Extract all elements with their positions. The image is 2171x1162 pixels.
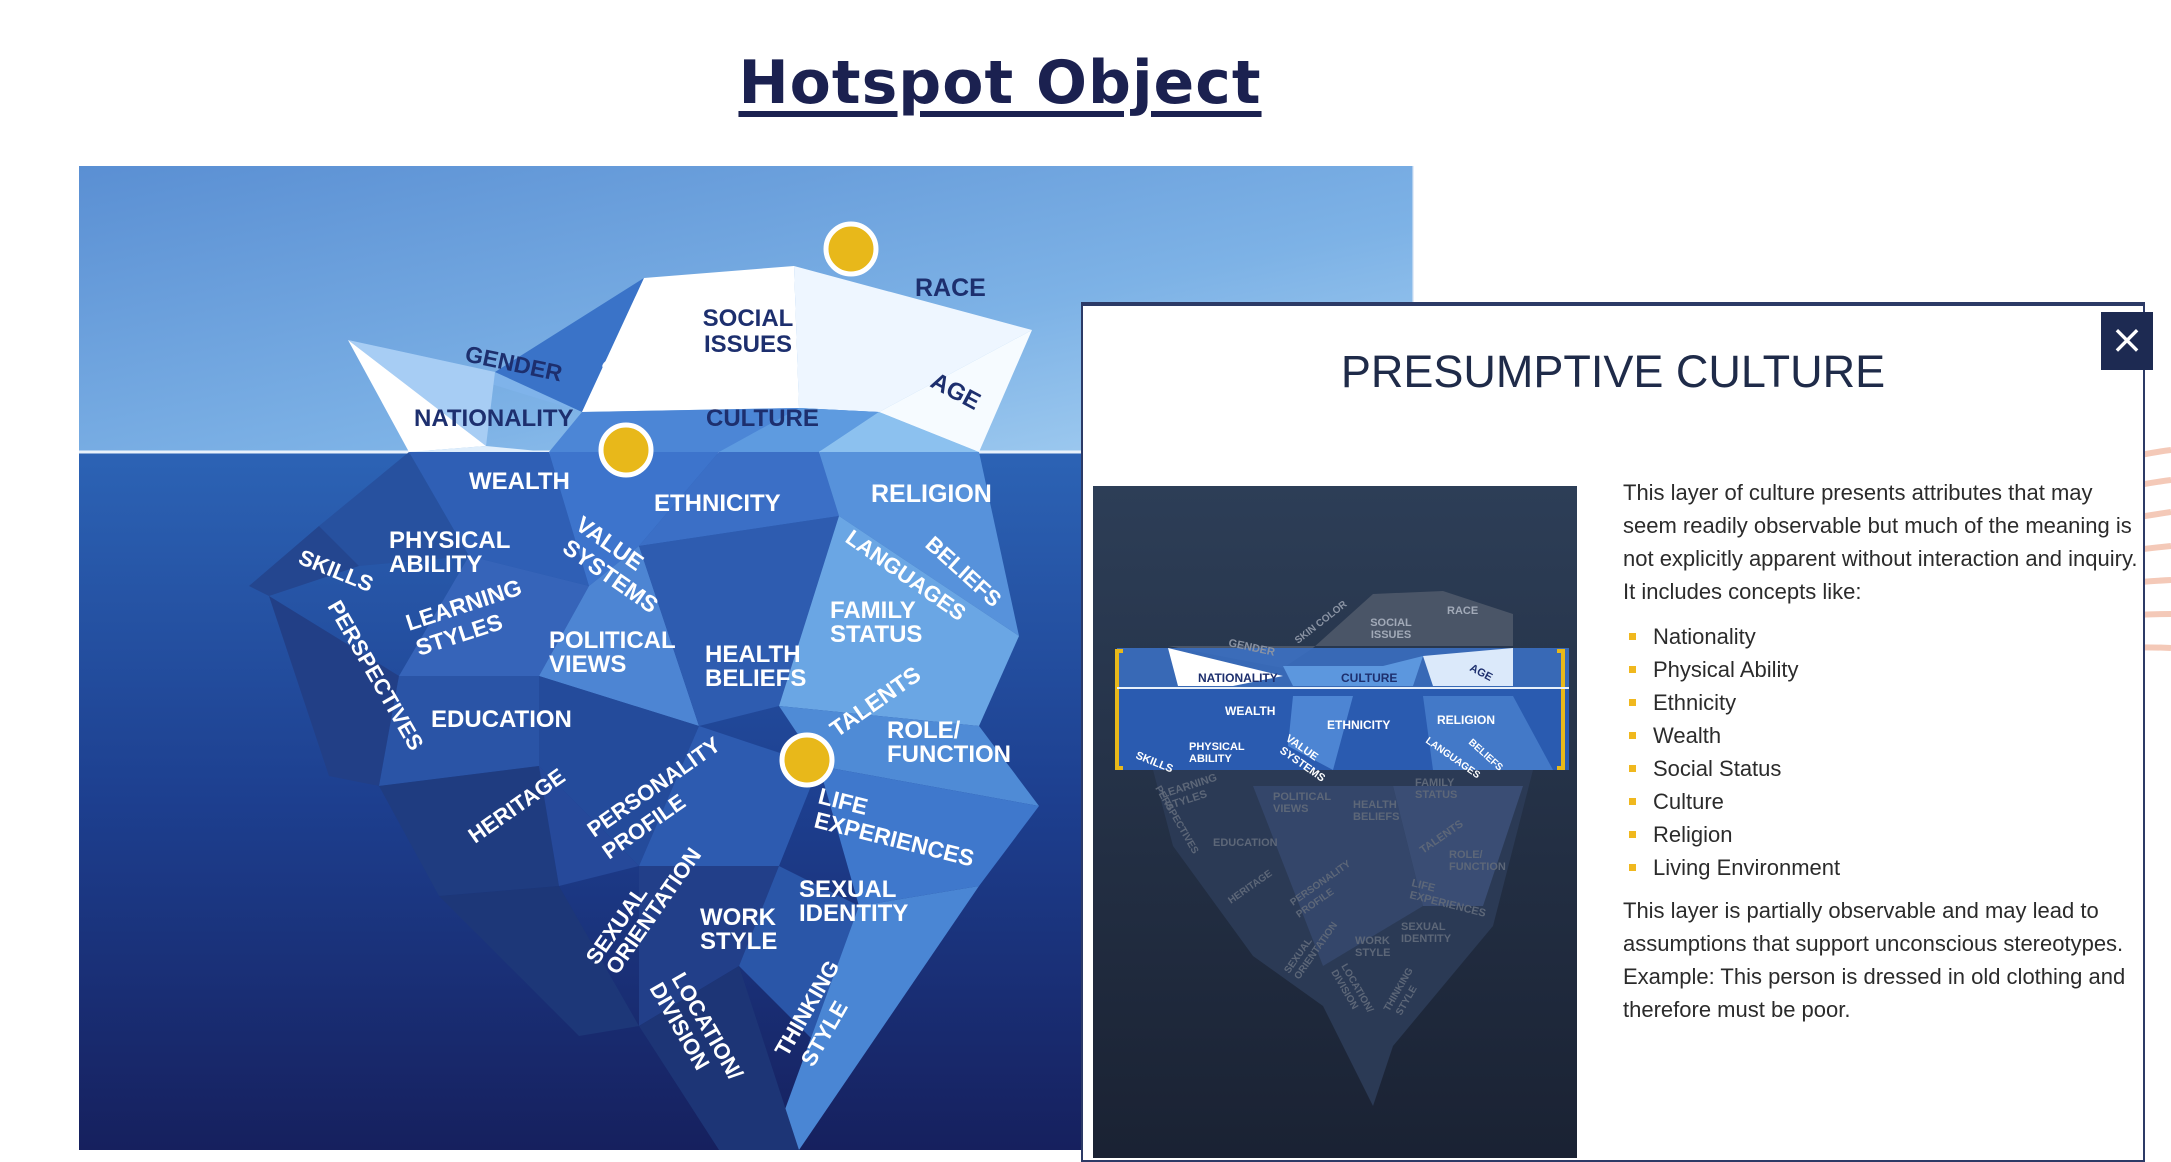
thumb-label-health-beliefs: HEALTH xyxy=(1353,799,1397,811)
list-item: Religion xyxy=(1623,818,2143,851)
thumb-label-social-issues-2: ISSUES xyxy=(1371,629,1411,641)
list-item: Wealth xyxy=(1623,719,2143,752)
thumb-label-family-status: FAMILY xyxy=(1415,777,1455,789)
thumb-label-work-style-2: STYLE xyxy=(1355,947,1390,959)
label-health-beliefs: HEALTH xyxy=(705,641,801,668)
thumb-label-education: EDUCATION xyxy=(1213,837,1278,849)
thumb-label-family-status-2: STATUS xyxy=(1415,789,1457,801)
thumb-label-sexual-identity-2: IDENTITY xyxy=(1401,933,1452,945)
thumb-label-health-beliefs-2: BELIEFS xyxy=(1353,811,1399,823)
label-nationality: NATIONALITY xyxy=(414,405,574,432)
modal-intro: This layer of culture presents attribute… xyxy=(1623,480,2138,604)
modal-title: PRESUMPTIVE CULTURE xyxy=(1340,346,1886,397)
label-work-style: WORK xyxy=(700,904,777,931)
label-health-beliefs-2: BELIEFS xyxy=(705,665,806,692)
label-role-function-2: FUNCTION xyxy=(887,741,1011,768)
list-item: Social Status xyxy=(1623,752,2143,785)
label-work-style-2: STYLE xyxy=(700,928,777,955)
label-family-status: FAMILY xyxy=(830,597,916,624)
label-religion: RELIGION xyxy=(871,480,992,508)
label-physical-ability-2: ABILITY xyxy=(389,551,482,578)
thumb-label-sexual-identity: SEXUAL xyxy=(1401,921,1446,933)
thumb-label-life-experiences: LIFE xyxy=(1410,877,1436,894)
thumb-label-social-issues: SOCIAL xyxy=(1370,617,1412,629)
hotspot-modal: × PRESUMPTIVE CULTURE xyxy=(1081,302,2153,1162)
label-ethnicity: ETHNICITY xyxy=(654,490,781,517)
label-social-issues-2: ISSUES xyxy=(704,331,792,358)
thumb-label-political-views: POLITICAL xyxy=(1273,791,1331,803)
modal-outro: This layer is partially observable and m… xyxy=(1623,898,2126,1022)
thumb-label-nationality: NATIONALITY xyxy=(1198,671,1278,685)
list-item: Nationality xyxy=(1623,620,2143,653)
page-title: Hotspot Object xyxy=(738,48,1262,118)
thumb-label-role-function-2: FUNCTION xyxy=(1449,861,1506,873)
label-sexual-identity: SEXUAL xyxy=(799,876,896,903)
thumb-label-race: RACE xyxy=(1447,605,1478,617)
label-wealth: WEALTH xyxy=(469,468,570,495)
thumb-label-wealth: WEALTH xyxy=(1225,704,1275,718)
modal-body: This layer of culture presents attribute… xyxy=(1623,476,2143,1038)
thumb-label-physical-ability-2: ABILITY xyxy=(1189,753,1232,765)
list-item: Living Environment xyxy=(1623,851,2143,884)
label-physical-ability: PHYSICAL xyxy=(389,527,510,554)
thumb-label-work-style: WORK xyxy=(1355,935,1390,947)
concept-list: Nationality Physical Ability Ethnicity W… xyxy=(1623,620,2143,884)
thumb-label-culture: CULTURE xyxy=(1341,671,1397,685)
hotspot-hidden-culture[interactable] xyxy=(779,732,835,788)
thumb-label-political-views-2: VIEWS xyxy=(1273,803,1308,815)
label-social-issues: SOCIAL xyxy=(703,305,794,332)
label-race: RACE xyxy=(915,274,986,302)
thumb-label-role-function: ROLE/ xyxy=(1449,849,1483,861)
hotspot-presumptive-culture[interactable] xyxy=(598,422,654,478)
label-political-views-2: VIEWS xyxy=(549,651,626,678)
list-item: Physical Ability xyxy=(1623,653,2143,686)
label-role-function: ROLE/ xyxy=(887,717,961,744)
label-education: EDUCATION xyxy=(431,706,572,733)
thumb-label-ethnicity: ETHNICITY xyxy=(1327,718,1390,732)
label-culture: CULTURE xyxy=(706,405,819,432)
list-item: Culture xyxy=(1623,785,2143,818)
hotspot-visible-culture[interactable] xyxy=(823,221,879,277)
label-sexual-identity-2: IDENTITY xyxy=(799,900,908,927)
list-item: Ethnicity xyxy=(1623,686,2143,719)
close-icon[interactable]: × xyxy=(2101,312,2153,370)
thumb-label-religion: RELIGION xyxy=(1437,713,1495,727)
label-family-status-2: STATUS xyxy=(830,621,922,648)
thumb-label-physical-ability: PHYSICAL xyxy=(1189,741,1245,753)
label-political-views: POLITICAL xyxy=(549,627,676,654)
modal-iceberg-thumbnail: GENDER SKIN COLOR SOCIAL ISSUES RACE NAT… xyxy=(1093,486,1577,1158)
